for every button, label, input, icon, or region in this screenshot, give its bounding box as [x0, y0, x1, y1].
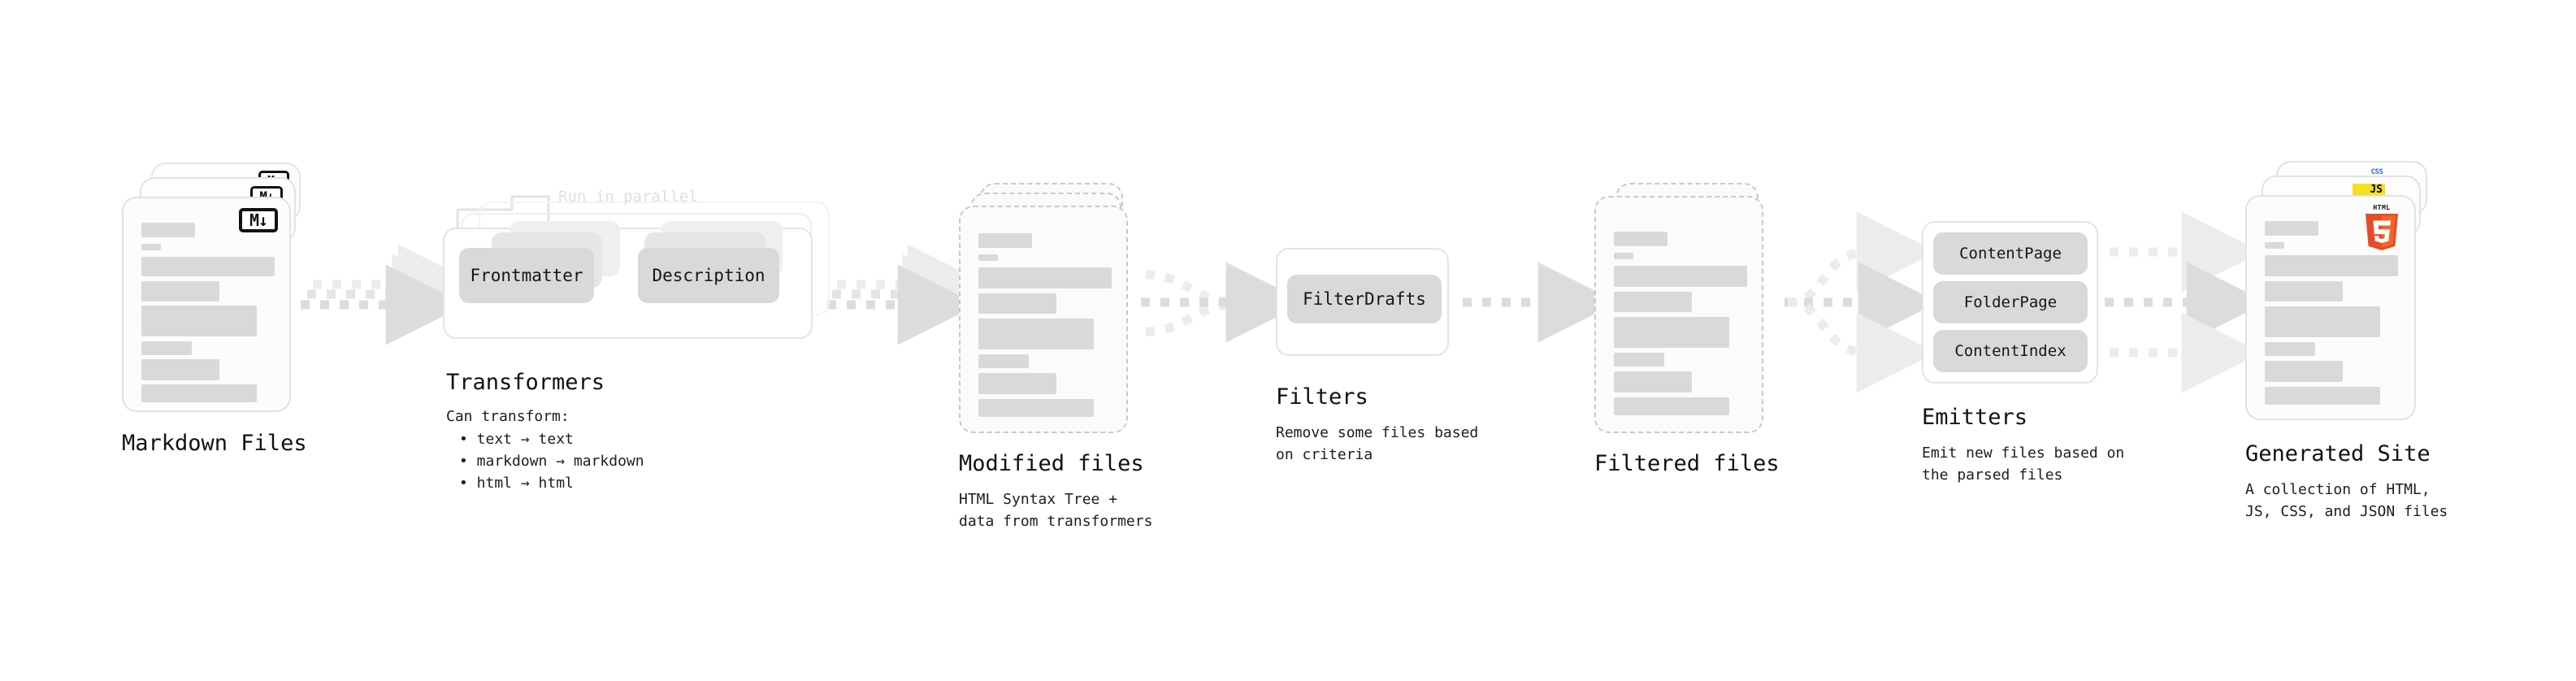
filter-pill-filterdrafts[interactable]: FilterDrafts [1287, 275, 1442, 323]
skeleton-bar [2265, 342, 2315, 356]
svg-text:HTML: HTML [2373, 204, 2390, 211]
modified-card-front[interactable] [959, 206, 1128, 433]
skeleton-bar [1614, 371, 1692, 393]
arrow-emitters-to-site [2105, 211, 2267, 393]
skeleton-bar [978, 293, 1056, 314]
run-in-parallel-label: Run in parallel [558, 188, 698, 206]
skeleton-bar [1614, 353, 1664, 367]
html5-icon: HTML [2359, 202, 2405, 250]
stage-title-filtered-files: Filtered files [1594, 451, 1780, 476]
skeleton-bar [978, 254, 998, 261]
filtered-card-front[interactable] [1594, 196, 1763, 433]
skeleton-bar [141, 281, 219, 301]
skeleton-bar [978, 373, 1056, 394]
markdown-badge-arrow-mid: ↓ [267, 190, 275, 203]
skeleton-bar [2265, 281, 2343, 301]
markdown-card-stack: M↓ M↓ M↓ [122, 163, 309, 423]
pill-label-folderpage: FolderPage [1963, 293, 2058, 311]
skeleton-bar [2265, 387, 2380, 405]
skeleton-bar [2265, 306, 2380, 337]
pill-label-contentindex: ContentIndex [1954, 342, 2066, 360]
markdown-badge-arrow-front: ↓ [258, 210, 268, 230]
modified-files-subtitle: HTML Syntax Tree + data from transformer… [959, 491, 1153, 531]
pill-label-filterdrafts: FilterDrafts [1303, 289, 1426, 309]
html5-svg: HTML [2366, 204, 2398, 250]
skeleton-bar [141, 306, 257, 336]
emitter-pill-contentindex[interactable]: ContentIndex [1933, 330, 2088, 372]
generated-card-front-html[interactable]: HTML [2245, 195, 2416, 420]
arrow-transformers-to-modified [827, 244, 988, 345]
transformers-subtitle-heading: Can transform: [446, 408, 570, 425]
skeleton-bar [2265, 221, 2318, 236]
pill-label-frontmatter: Frontmatter [470, 266, 583, 285]
stage-filtered-files: Filtered files [1594, 183, 1781, 476]
pill-label-description: Description [652, 266, 765, 285]
markdown-badge-letter-front: M [249, 210, 259, 230]
skeleton-bar [1614, 397, 1729, 415]
skeleton-bar [141, 257, 275, 276]
transformer-pill-frontmatter[interactable]: Frontmatter [459, 248, 594, 303]
filtered-card-stack [1594, 183, 1781, 443]
stage-title-generated-site: Generated Site [2245, 441, 2431, 466]
skeleton-bar [141, 359, 219, 380]
skeleton-bar [141, 244, 161, 250]
stage-title-emitters: Emitters [1922, 405, 2028, 430]
pill-label-contentpage: ContentPage [1959, 245, 2062, 262]
skeleton-bar [141, 223, 195, 237]
markdown-badge-letter-mid: M [259, 190, 267, 203]
transformers-bullet-3: • html → html [459, 475, 574, 492]
skeleton-bar [978, 354, 1029, 368]
skeleton-bar [978, 319, 1094, 349]
skeleton-bar [2265, 242, 2284, 249]
emitters-subtitle: Emit new files based on the parsed files [1922, 445, 2125, 484]
arrow-filtered-to-emitters [1785, 211, 1939, 393]
markdown-card-front[interactable]: M↓ [122, 197, 291, 412]
skeleton-bar [141, 341, 192, 355]
arrow-markdown-to-transformers [301, 244, 479, 345]
skeleton-bar [1614, 292, 1692, 312]
emitter-pill-contentpage[interactable]: ContentPage [1933, 232, 2088, 275]
stage-title-markdown-files: Markdown Files [122, 431, 307, 456]
arrow-modified-to-filters [1141, 262, 1307, 343]
stage-markdown-files: M↓ M↓ M↓ Markdown F [122, 163, 309, 456]
modified-card-stack [959, 183, 1146, 443]
generated-site-subtitle: A collection of HTML, JS, CSS, and JSON … [2245, 481, 2448, 521]
emitter-pill-folderpage[interactable]: FolderPage [1933, 281, 2088, 323]
stage-modified-files: Modified files HTML Syntax Tree + data f… [959, 183, 1152, 530]
transformers-bullet-2: • markdown → markdown [459, 453, 644, 470]
skeleton-bar [141, 384, 257, 402]
stage-title-modified-files: Modified files [959, 451, 1144, 476]
skeleton-bar [978, 233, 1032, 248]
js-badge-label: JS [2370, 184, 2383, 196]
markdown-badge: M↓ [239, 208, 278, 232]
stage-title-filters: Filters [1276, 384, 1368, 410]
skeleton-bar [1614, 253, 1633, 259]
skeleton-bar [1614, 317, 1729, 348]
stage-title-transformers: Transformers [446, 370, 605, 395]
skeleton-bar [978, 399, 1094, 417]
skeleton-bar [1614, 232, 1667, 246]
stage-generated-site: CSS JS HTML [2245, 161, 2448, 520]
transformer-pill-description[interactable]: Description [638, 248, 779, 303]
skeleton-bar [2265, 255, 2398, 276]
skeleton-bar [978, 267, 1112, 288]
transformers-bullet-1: • text → text [459, 431, 574, 448]
skeleton-bar [1614, 266, 1747, 287]
generated-card-stack: CSS JS HTML [2245, 161, 2440, 429]
css-badge-label: CSS [2370, 168, 2383, 176]
filters-subtitle: Remove some files based on criteria [1276, 424, 1479, 464]
skeleton-bar [2265, 361, 2343, 382]
